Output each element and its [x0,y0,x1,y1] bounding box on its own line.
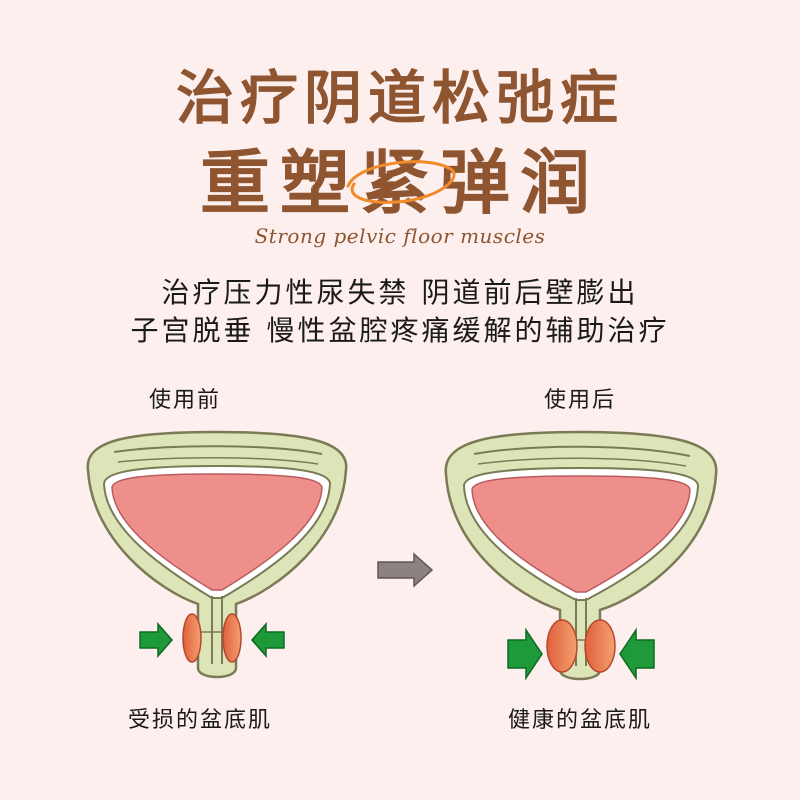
after-diagram [444,430,718,681]
before-fold-line [113,445,323,455]
before-caption: 受损的盆底肌 [127,708,272,733]
left-arrow-icon [251,622,285,658]
after-label: 使用后 [543,388,616,413]
description-line-1: 治疗压力性尿失禁 阴道前后壁膨出 [161,276,639,309]
before-muscle-left [182,613,202,663]
after-fold-line [473,445,691,457]
after-caption: 健康的盆底肌 [507,708,652,733]
description-line-2: 子宫脱垂 慢性盆腔疼痛缓解的辅助治疗 [130,314,670,347]
swirl-ring-icon [346,160,456,204]
before-muscle-right [222,613,242,663]
after-muscle-right [584,619,616,673]
subtitle-english: Strong pelvic floor muscles [254,224,546,248]
before-diagram [86,430,348,679]
right-arrow-icon [507,627,543,681]
title-line-2: 重塑紧弹润 [200,141,600,224]
after-fold-line [477,457,687,467]
right-arrow-icon [139,622,173,658]
before-fold-line [117,456,319,465]
before-label: 使用前 [148,388,221,413]
title-line-1: 治疗阴道松弛症 [175,64,624,132]
after-muscle-left [546,619,578,673]
left-arrow-icon [619,627,655,681]
transition-arrow-icon [377,552,434,588]
after-bladder [471,475,691,593]
before-bladder [111,473,323,591]
